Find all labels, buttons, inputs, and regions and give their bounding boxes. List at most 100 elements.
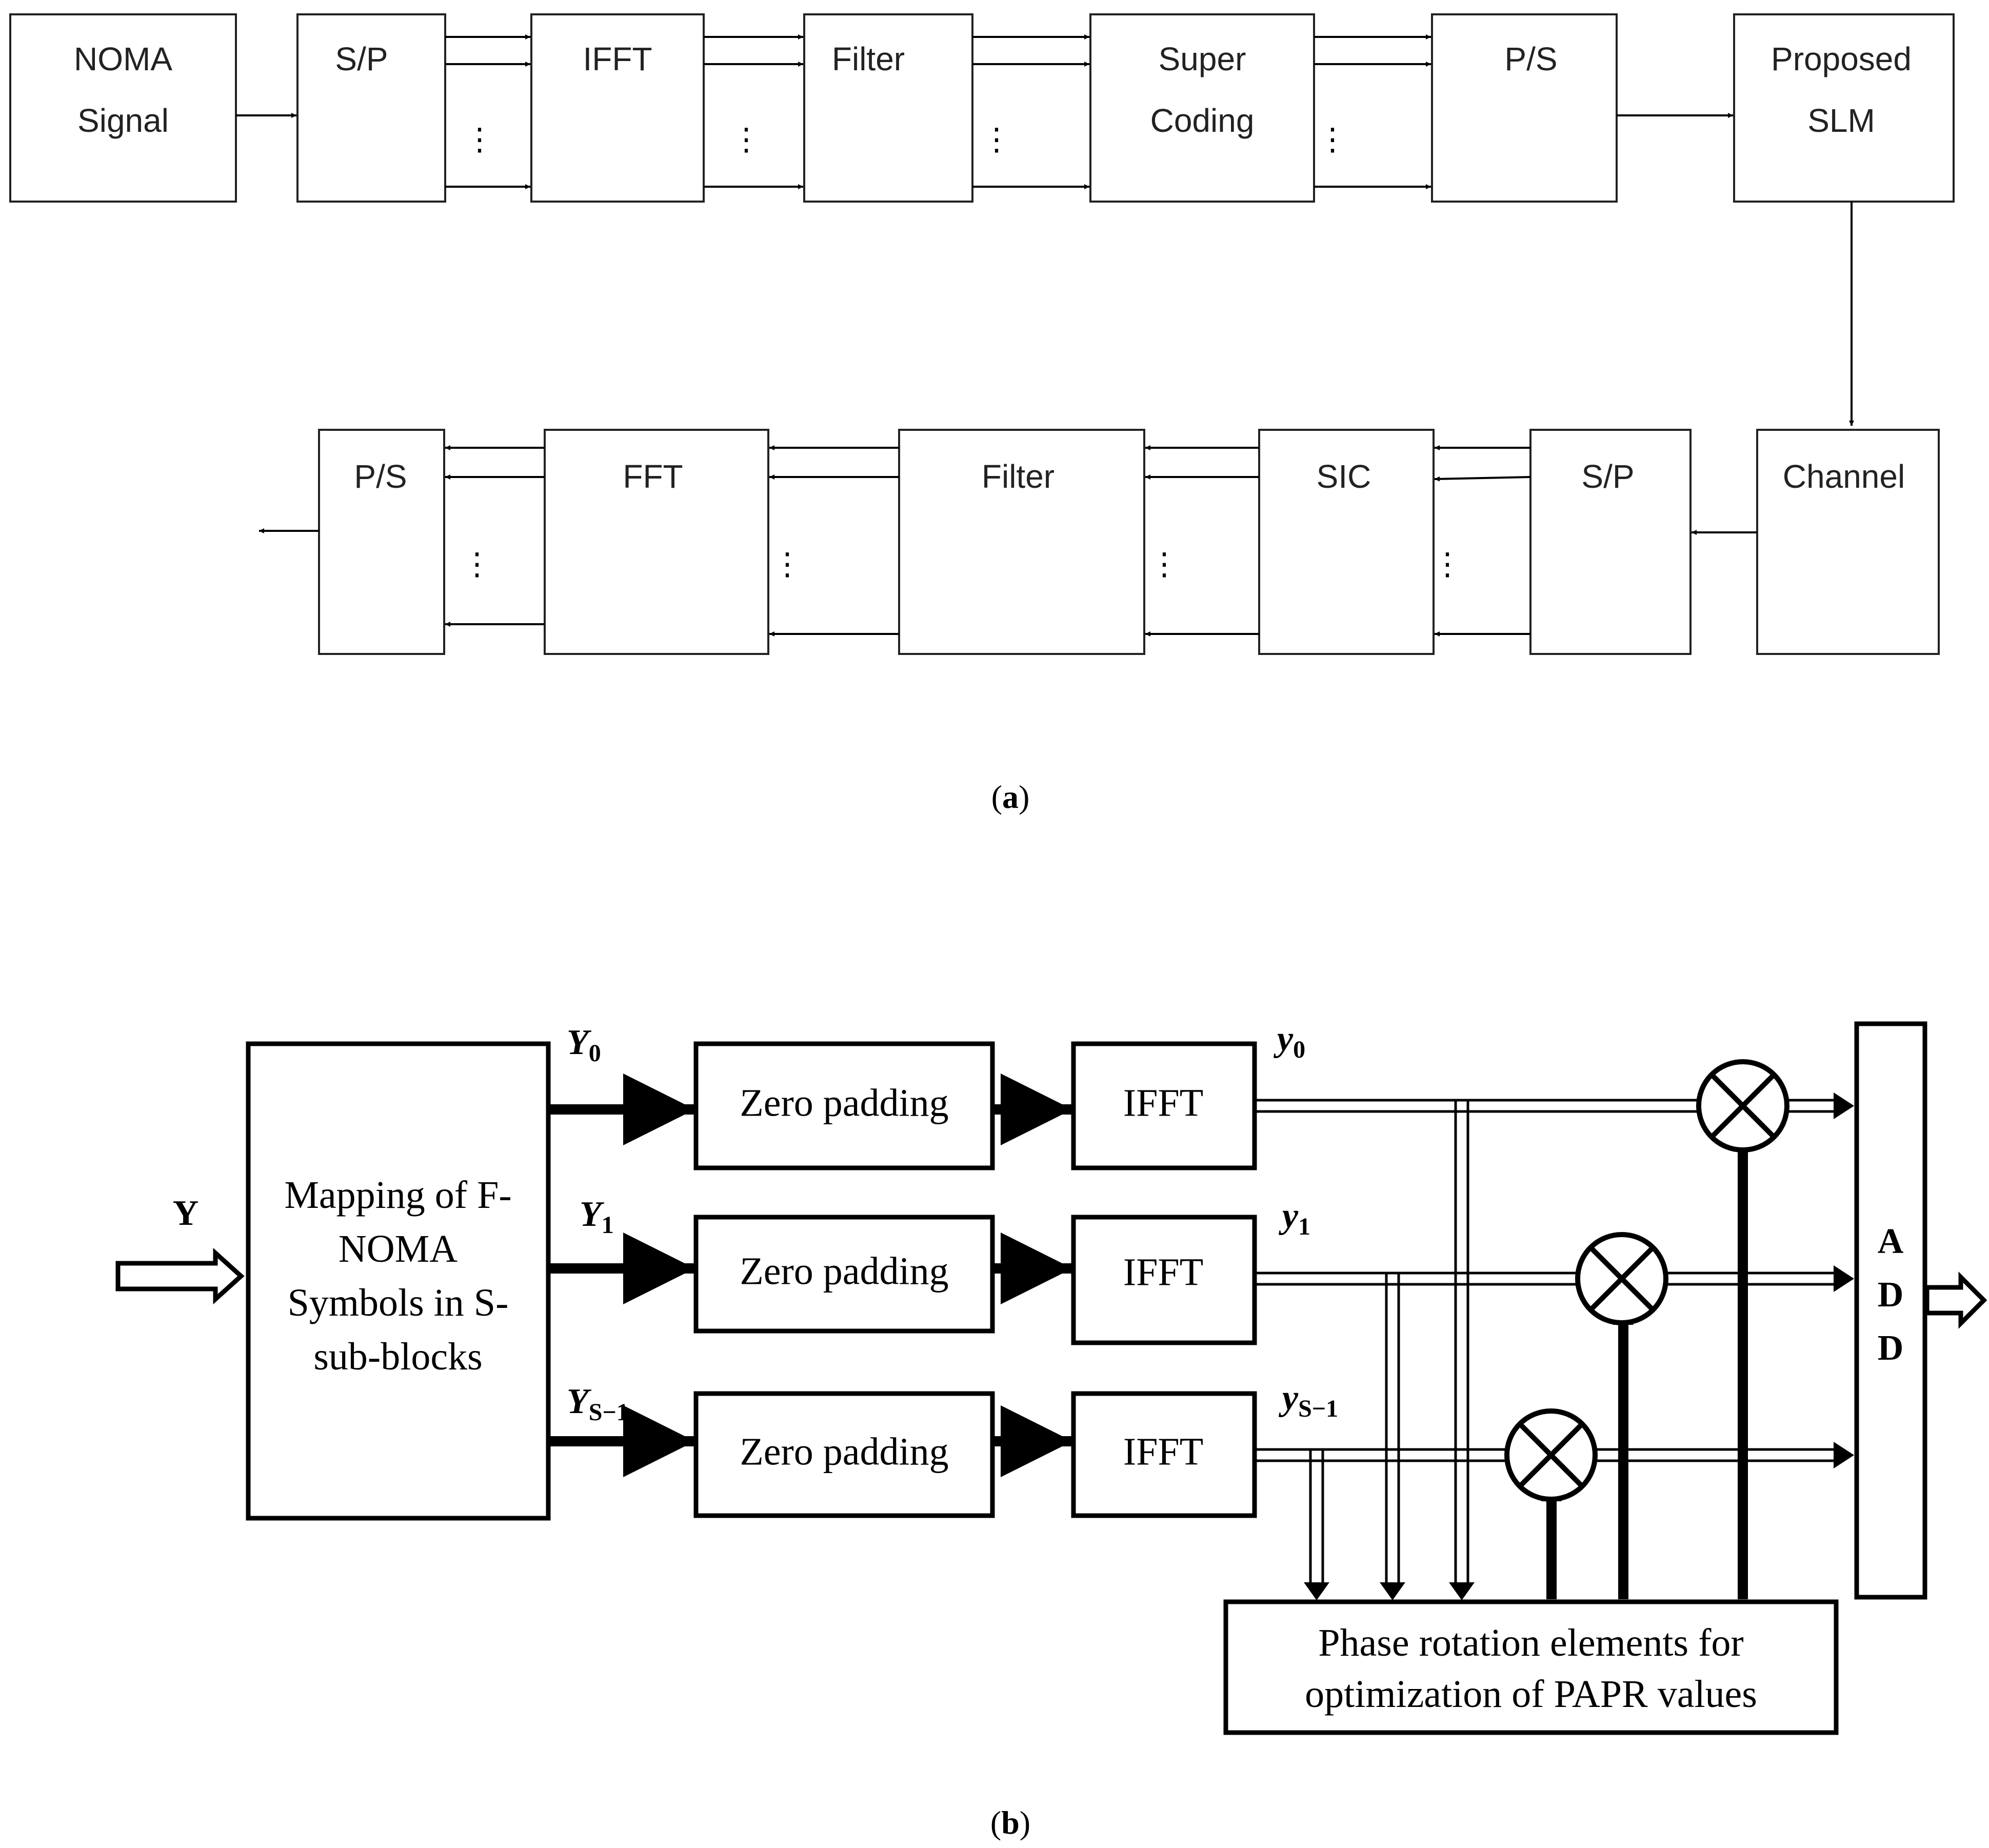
branch-output-2-base: y xyxy=(1279,1378,1299,1418)
caption-a: (a) xyxy=(991,779,1030,815)
sp-block-tx xyxy=(296,13,446,203)
phase-rotation-block xyxy=(1223,1599,1839,1735)
caption-a-letter: a xyxy=(1002,779,1019,815)
add-arrowhead-1 xyxy=(1834,1265,1854,1292)
multiplier-1 xyxy=(1575,1232,1668,1325)
ifft-label-0: IFFT xyxy=(1123,1081,1203,1124)
input-hollow-arrow xyxy=(115,1247,245,1305)
ifft-label-2: IFFT xyxy=(1123,1430,1203,1473)
noma-signal-label-1: NOMA xyxy=(74,41,172,77)
branch-output-label-0: y0 xyxy=(1274,1019,1305,1063)
super-coding-label-1: Super xyxy=(1159,41,1246,77)
branch-input-1-sub: 1 xyxy=(602,1211,614,1239)
sp-label-tx: S/P xyxy=(335,41,388,77)
sp-block-rx xyxy=(1529,429,1692,655)
branch-output-2-sub: S−1 xyxy=(1298,1395,1338,1422)
ps-block-tx xyxy=(1431,13,1618,203)
branch-output-1-base: y xyxy=(1279,1196,1299,1236)
channel-label: Channel xyxy=(1783,458,1905,495)
drop-arrowhead-y0 xyxy=(1449,1582,1475,1600)
ellipsis-filter-fft: ⋮ xyxy=(772,547,803,581)
branch-input-label-0: Y0 xyxy=(567,1023,601,1067)
ifft-block-1 xyxy=(1071,1215,1257,1345)
filter-block-tx xyxy=(803,13,973,203)
input-label-y: Y xyxy=(173,1194,199,1233)
thick-arrows xyxy=(550,1074,1072,1477)
zero-padding-block-1 xyxy=(693,1215,995,1334)
sic-label: SIC xyxy=(1317,458,1371,495)
ellipsis-sp-sic: ⋮ xyxy=(1432,547,1463,581)
filter-block-rx xyxy=(898,429,1145,655)
ellipsis-ifft-filter: ⋮ xyxy=(731,122,762,156)
drop-arrowhead-y2 xyxy=(1304,1582,1329,1600)
branch-input-label-2: YS−1 xyxy=(567,1382,629,1426)
filter-label-rx: Filter xyxy=(982,458,1055,495)
branch-input-0-base: Y xyxy=(567,1023,592,1062)
mapping-label-1: Mapping of F- xyxy=(284,1174,511,1217)
ellipsis-sp-ifft: ⋮ xyxy=(464,122,495,156)
figure-a: NOMA Signal S/P IFFT Filter Super Coding… xyxy=(9,13,1955,815)
ifft-block-2 xyxy=(1071,1391,1257,1518)
arrow-sp-sic-2 xyxy=(1434,476,1531,482)
ellipsis-fft-ps: ⋮ xyxy=(462,547,492,581)
branch-output-label-1: y1 xyxy=(1279,1196,1310,1240)
output-hollow-arrow xyxy=(1924,1271,1987,1329)
channel-block xyxy=(1756,429,1940,655)
proposed-slm-block xyxy=(1733,13,1955,203)
add-letter-d1: D xyxy=(1878,1275,1904,1315)
tx-arrows xyxy=(236,34,1854,426)
multipliers xyxy=(1504,1059,1789,1502)
add-arrowhead-0 xyxy=(1834,1092,1854,1119)
ellipsis-filter-sc: ⋮ xyxy=(981,122,1012,156)
sp-label-rx: S/P xyxy=(1581,458,1634,495)
branch-output-label-2: yS−1 xyxy=(1279,1378,1338,1422)
branch-input-2-sub: S−1 xyxy=(589,1399,629,1426)
add-arrowhead-2 xyxy=(1834,1442,1854,1468)
caption-b: (b) xyxy=(990,1804,1030,1841)
mapping-label-3: Symbols in S- xyxy=(288,1281,509,1324)
fft-label: FFT xyxy=(623,458,683,495)
ifft-label-1: IFFT xyxy=(1123,1250,1203,1294)
add-input-arrowheads xyxy=(1834,1092,1854,1468)
proposed-slm-label-2: SLM xyxy=(1807,102,1875,139)
branch-input-0-sub: 0 xyxy=(589,1040,601,1067)
phase-rotation-label-1: Phase rotation elements for xyxy=(1318,1621,1743,1664)
branch-output-1-sub: 1 xyxy=(1298,1213,1310,1240)
add-letter-a: A xyxy=(1878,1222,1904,1261)
ps-label-rx: P/S xyxy=(354,458,407,495)
noma-signal-label-2: Signal xyxy=(77,102,169,139)
zero-padding-label-1: Zero padding xyxy=(740,1249,948,1293)
rx-arrows xyxy=(259,445,1757,637)
branch-input-label-1: Y1 xyxy=(580,1195,614,1239)
ifft-label-tx: IFFT xyxy=(583,41,652,77)
zero-padding-block-0 xyxy=(693,1041,995,1170)
ps-label-tx: P/S xyxy=(1504,41,1557,77)
ifft-block-0 xyxy=(1071,1041,1257,1170)
branch-output-0-sub: 0 xyxy=(1293,1036,1305,1063)
multiplier-0 xyxy=(1696,1059,1789,1152)
zero-padding-label-0: Zero padding xyxy=(740,1081,948,1124)
fft-block xyxy=(544,429,769,655)
zero-padding-block-2 xyxy=(693,1391,995,1518)
output-signal-lines xyxy=(1257,1099,1697,1585)
ellipsis-sc-ps: ⋮ xyxy=(1317,122,1348,156)
branch-input-2-base: Y xyxy=(567,1382,592,1421)
mapping-label-2: NOMA xyxy=(339,1227,458,1270)
multiplier-2 xyxy=(1504,1408,1598,1502)
caption-b-letter: b xyxy=(1001,1804,1020,1841)
multiplier-output-lines xyxy=(1595,1099,1835,1462)
mapping-block xyxy=(246,1041,551,1521)
noma-signal-block xyxy=(9,13,237,203)
ifft-block-tx xyxy=(530,13,705,203)
phase-feed-lines xyxy=(1546,1149,1748,1599)
sic-block xyxy=(1258,429,1435,655)
drop-arrowhead-y1 xyxy=(1380,1582,1405,1600)
branch-input-1-base: Y xyxy=(580,1195,605,1234)
ellipsis-sic-filter: ⋮ xyxy=(1149,547,1180,581)
figure-b: Y Mapping of F- NOMA Symbols in S- sub-b… xyxy=(115,1019,1987,1841)
branch-output-0-base: y xyxy=(1274,1019,1294,1059)
super-coding-block xyxy=(1089,13,1315,203)
zero-padding-label-2: Zero padding xyxy=(740,1430,948,1473)
filter-label-tx: Filter xyxy=(832,41,905,77)
